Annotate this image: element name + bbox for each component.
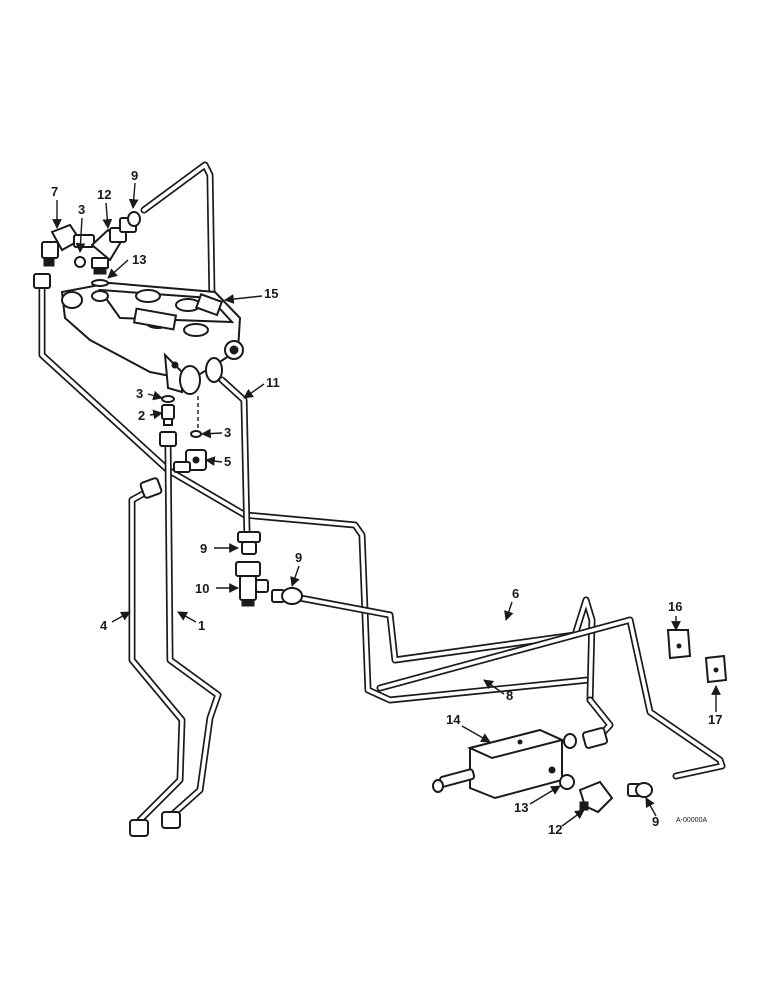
- callout-12a: 12: [97, 187, 111, 202]
- callout-12b: 12: [548, 822, 562, 837]
- elbow-fitting-7: [41, 223, 95, 267]
- clip-16: [666, 629, 692, 660]
- leaders: [52, 182, 721, 827]
- oring-13b: [559, 774, 575, 790]
- callout-15: 15: [264, 286, 278, 301]
- drawing-code: A-00000A: [676, 817, 707, 824]
- callout-7: 7: [51, 184, 58, 199]
- callout-5: 5: [224, 454, 231, 469]
- callout-9d: 9: [652, 814, 659, 829]
- callout-6: 6: [512, 586, 519, 601]
- callout-3a: 3: [78, 202, 85, 217]
- fitting-9b: [237, 531, 261, 555]
- callout-2: 2: [138, 408, 145, 423]
- nut-2: [159, 431, 177, 447]
- tee-fitting-5: [173, 430, 207, 473]
- callout-17: 17: [708, 712, 722, 727]
- callout-3b: 3: [136, 386, 143, 401]
- nut-bottom-4: [129, 819, 149, 837]
- fitting-9a: [119, 211, 141, 233]
- tee-fitting-10: [235, 561, 269, 607]
- fittings: [33, 211, 728, 837]
- nut-bottom-1: [161, 811, 181, 829]
- pipe-1: [164, 441, 222, 819]
- nut-right: [581, 727, 609, 749]
- callout-9a: 9: [131, 168, 138, 183]
- callout-3c: 3: [224, 425, 231, 440]
- elbow-fitting-12b: [578, 780, 614, 814]
- callout-10: 10: [195, 581, 209, 596]
- callout-13a: 13: [132, 252, 146, 267]
- callout-9b: 9: [200, 541, 207, 556]
- nut-4: [139, 477, 163, 499]
- nut-left: [33, 273, 51, 289]
- fitting-2: [161, 395, 175, 426]
- callout-8: 8: [506, 688, 513, 703]
- block-fitting-14: [432, 728, 565, 800]
- callout-13b: 13: [514, 800, 528, 815]
- pipe-4: [128, 486, 186, 824]
- oring-13a: [91, 279, 109, 287]
- control-valve-15: [60, 281, 244, 395]
- oring-3a: [74, 256, 86, 268]
- clip-17: [704, 654, 728, 684]
- callout-4: 4: [100, 618, 108, 633]
- callout-9c: 9: [295, 550, 302, 565]
- callout-16: 16: [668, 599, 682, 614]
- callout-14: 14: [446, 712, 461, 727]
- pipes: [38, 161, 726, 824]
- fitting-9c: [271, 587, 303, 605]
- callout-labels: 7 3 12 9 13 15 11 3 2 3 5 9 9 10 4 1 6 1…: [51, 168, 722, 837]
- callout-1: 1: [198, 618, 205, 633]
- callout-11: 11: [266, 375, 280, 390]
- fitting-9d: [627, 782, 653, 798]
